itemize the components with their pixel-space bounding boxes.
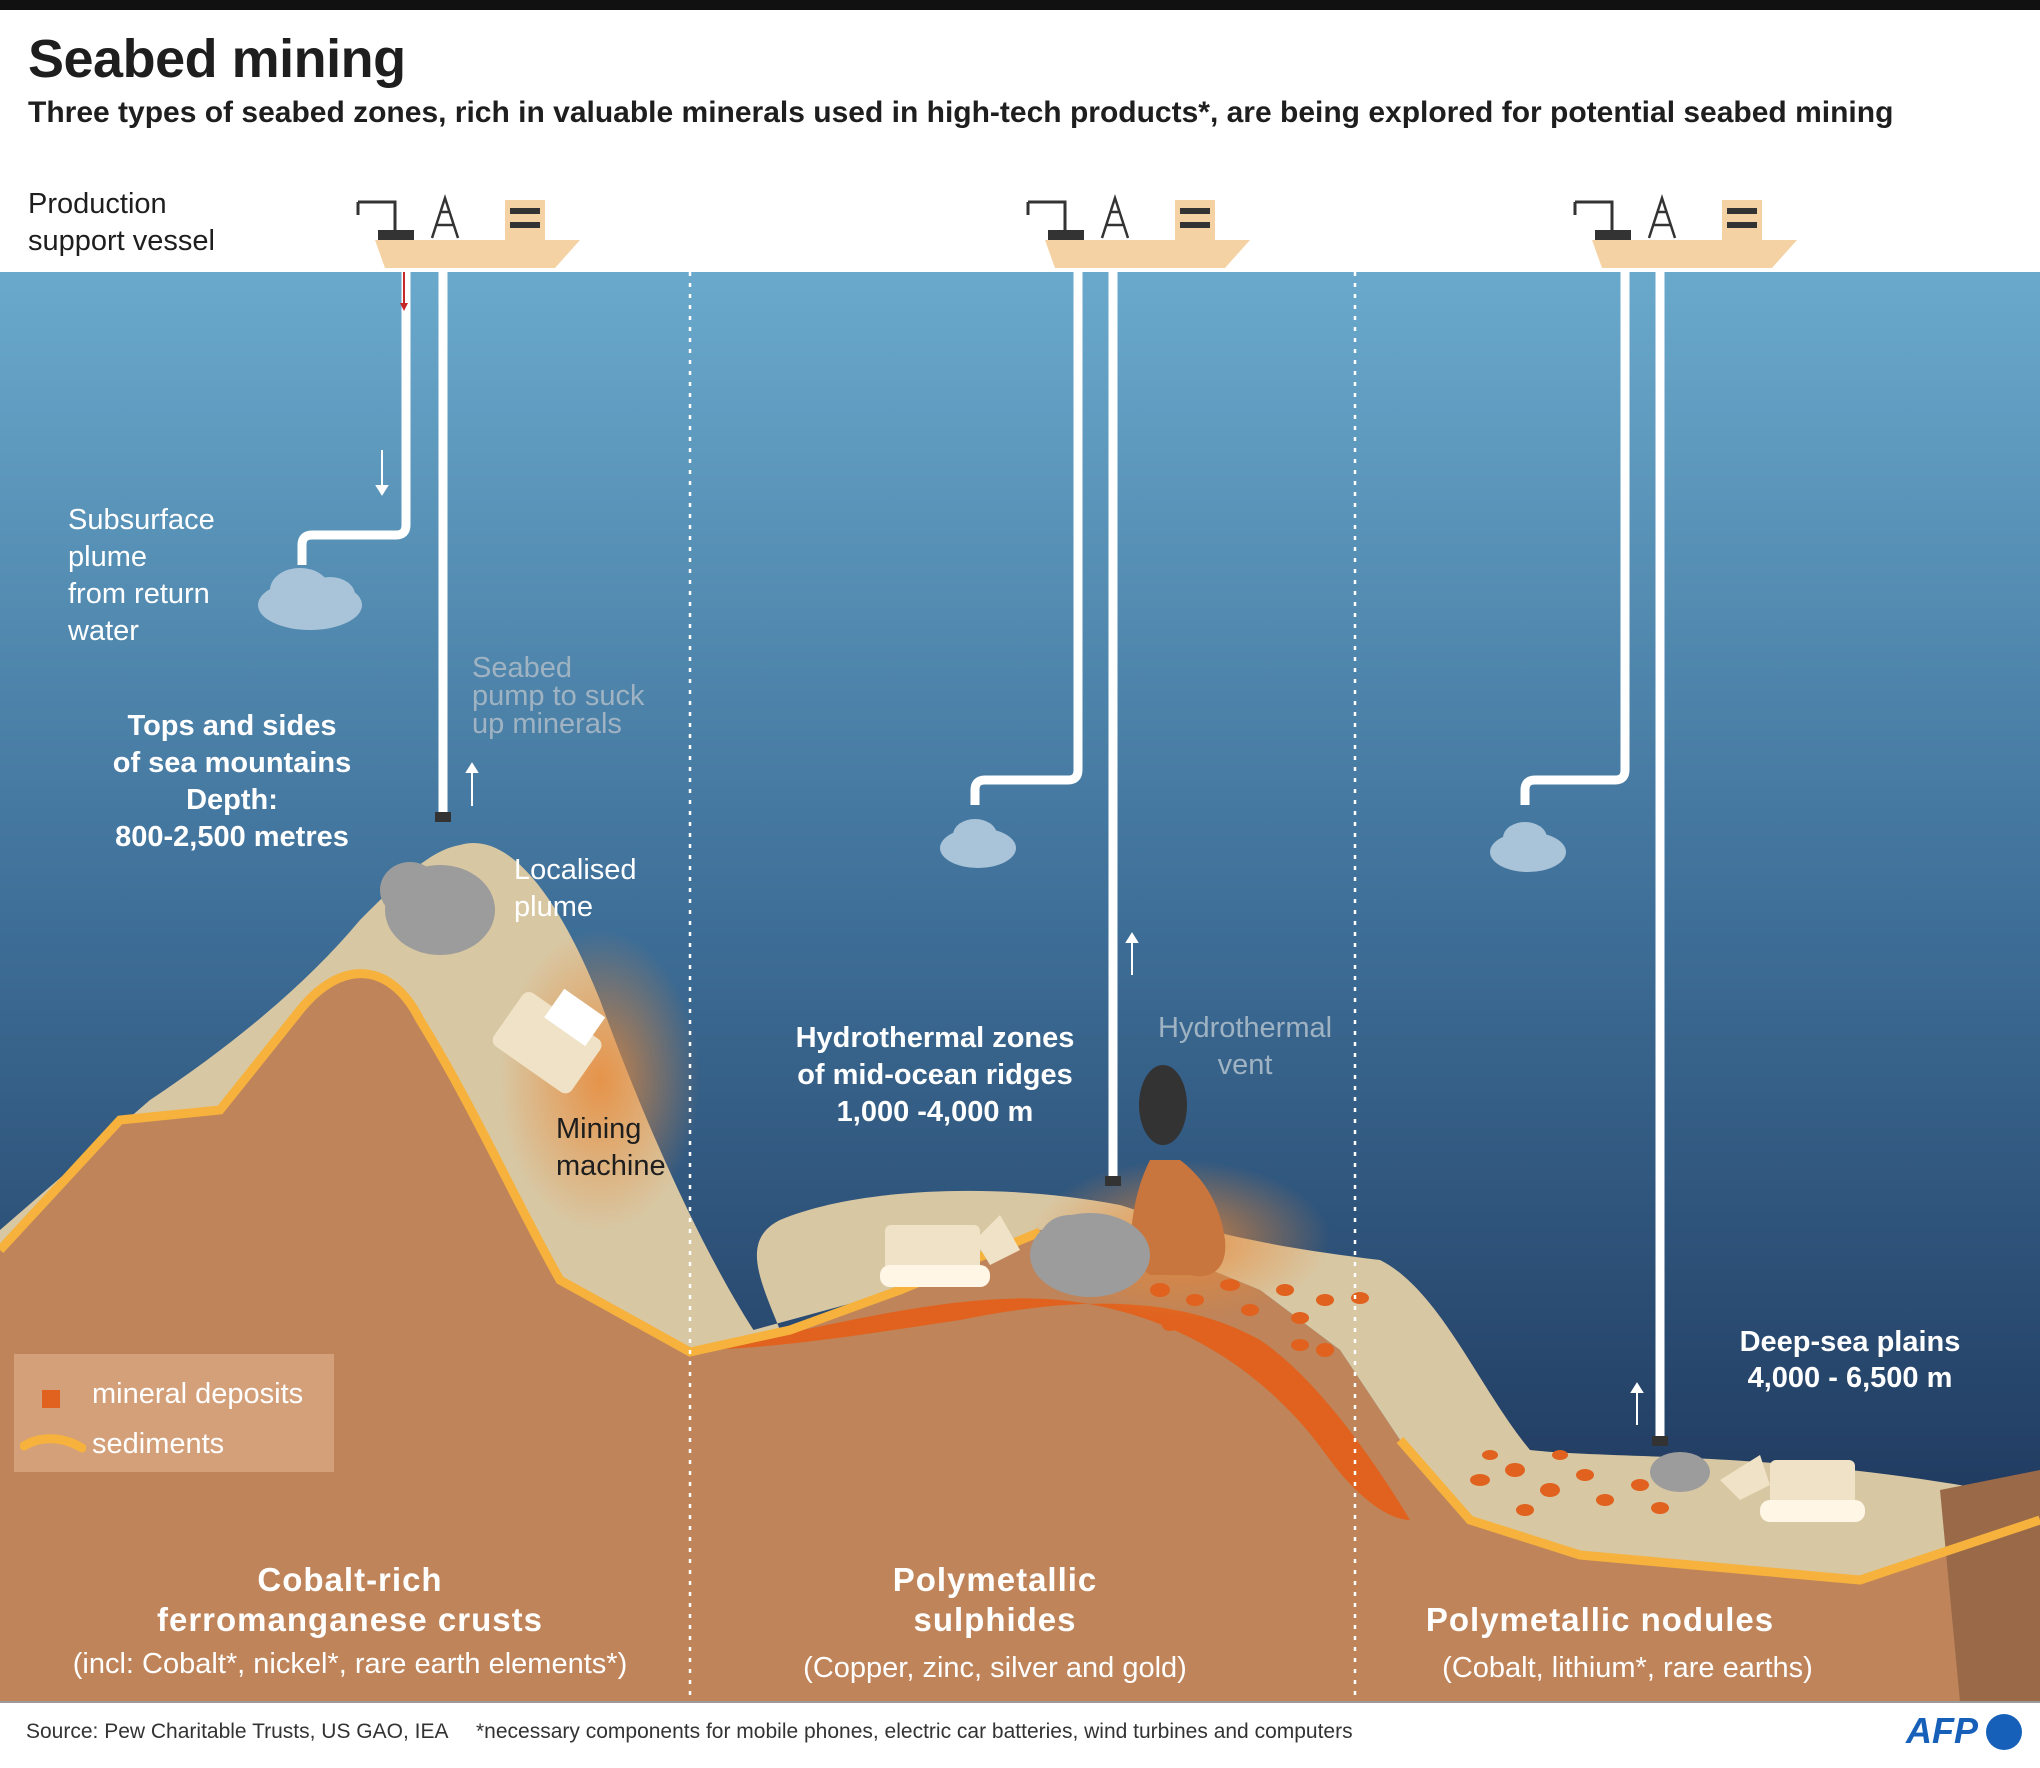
rock-body [0, 973, 2040, 1702]
seabed-pump-1 [435, 812, 451, 822]
zone-1-name: Cobalt-rich ferromanganese crusts [157, 1561, 543, 1638]
sediments-swatch [20, 1434, 86, 1453]
mining-machine-label: Mining machine [556, 1113, 666, 1182]
zone-2-minerals: (Copper, zinc, silver and gold) [803, 1652, 1187, 1684]
seabed-pump-2 [1105, 1176, 1121, 1186]
localised-plume-label: Localised plume [514, 854, 637, 923]
vessel-1 [356, 193, 580, 268]
zone-2-depth: 1,000 -4,000 m [836, 1096, 1034, 1128]
mining-machine-1 [492, 988, 606, 1094]
return-pipe-1 [297, 270, 411, 565]
subsurface-plume-2 [940, 819, 1016, 868]
zone-2-heading: Hydrothermal zones of mid-ocean ridges [795, 1022, 1075, 1091]
zone-3-minerals: (Cobalt, lithium*, rare earths) [1442, 1652, 1813, 1684]
subsurface-plume-label: Subsurface plume from return water [68, 504, 215, 647]
footnote: *necessary components for mobile phones,… [476, 1720, 1353, 1743]
return-pipe-3 [1520, 270, 1630, 805]
vent-smoke [1139, 1065, 1187, 1145]
sediment-line-plains [1396, 1437, 2040, 1585]
mining-machine-2 [880, 1215, 1020, 1287]
vessel-3 [1573, 193, 1797, 268]
zone-1-depth: Depth: 800-2,500 metres [115, 784, 349, 853]
zone-3-depth: 4,000 - 6,500 m [1747, 1362, 1953, 1394]
afp-logo: AFP [1906, 1710, 1978, 1751]
afp-logo-dot [1986, 1714, 2022, 1750]
return-pipe-2 [970, 270, 1083, 805]
legend-sediments: sediments [92, 1428, 225, 1460]
vessel-label: Production support vessel [28, 188, 215, 257]
mineral-deposits-swatch [42, 1390, 60, 1408]
top-rule [0, 0, 2040, 10]
sediment-line [0, 969, 1042, 1357]
legend-mineral-deposits: mineral deposits [92, 1378, 304, 1410]
mineral-deposits-plains [1470, 1450, 1669, 1516]
mineral-layer [700, 1298, 1410, 1520]
zone-2-name: Polymetallic sulphides [892, 1561, 1098, 1638]
zone-1-minerals: (incl: Cobalt*, nickel*, rare earth elem… [72, 1648, 628, 1680]
vent-chimney [1130, 1160, 1226, 1277]
subsurface-plume-1 [258, 568, 362, 630]
localised-plume-3 [1650, 1452, 1710, 1492]
localised-plume-1 [380, 862, 495, 955]
page-title: Seabed mining [28, 29, 406, 89]
zone-3-heading: Deep-sea plains [1739, 1326, 1961, 1358]
localised-plume-2 [1030, 1213, 1150, 1297]
zone-3-name: Polymetallic nodules [1425, 1601, 1775, 1638]
hydrothermal-vent-label: Hydrothermal vent [1158, 1012, 1333, 1081]
subsurface-plume-3 [1490, 822, 1566, 872]
seabed-pump-3 [1652, 1436, 1668, 1446]
source-note: Source: Pew Charitable Trusts, US GAO, I… [26, 1720, 449, 1743]
legend: mineral deposits sediments [14, 1354, 334, 1472]
vessel-2 [1026, 193, 1250, 268]
page-subtitle: Three types of seabed zones, rich in val… [28, 96, 1894, 129]
mining-machine-3 [1720, 1455, 1865, 1522]
seabed-pump-label: Seabed pump to suck up minerals [472, 652, 645, 740]
zone-1-heading: Tops and sides of sea mountains [112, 710, 352, 779]
